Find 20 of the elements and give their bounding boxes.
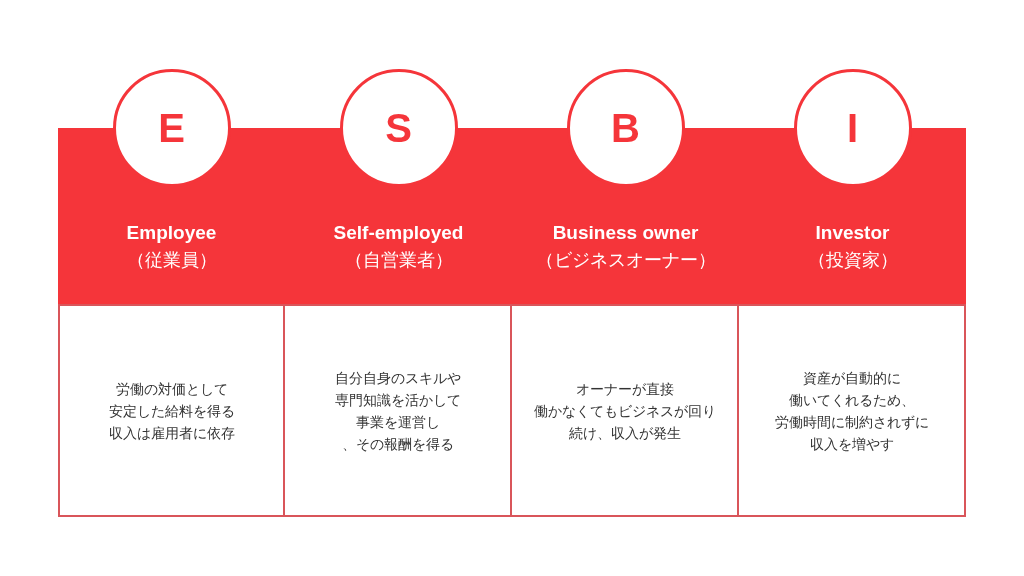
description-cell bbox=[510, 304, 739, 517]
category-title: Business owner bbox=[552, 221, 699, 245]
description-cell bbox=[58, 304, 285, 517]
letter-circle: B bbox=[566, 69, 685, 187]
letter-circle: E bbox=[112, 69, 231, 187]
category-subtitle: （投資家） bbox=[807, 248, 898, 272]
category-title: Investor bbox=[815, 221, 890, 245]
category-subtitle: （ビジネスオーナー） bbox=[535, 248, 716, 272]
description-cell bbox=[737, 304, 966, 517]
category-title: Employee bbox=[126, 221, 217, 245]
description-text: 資産が自動的に働いてくれるため、労働時間に制約されずに収入を増やす bbox=[774, 368, 929, 454]
category-title: Self-employed bbox=[333, 221, 464, 245]
category-subtitle: （自営業者） bbox=[344, 248, 453, 272]
description-text: オーナーが直接働かなくてもビジネスが回り続け、収入が発生 bbox=[533, 379, 716, 443]
letter-circle: S bbox=[339, 69, 458, 187]
description-text: 自分自身のスキルや専門知識を活かして事業を運営し、その報酬を得る bbox=[334, 368, 461, 454]
letter-circle: I bbox=[793, 69, 912, 187]
description-text: 労働の対価として安定した給料を得る収入は雇用者に依存 bbox=[108, 379, 235, 443]
category-subtitle: （従業員） bbox=[126, 248, 217, 272]
description-cell bbox=[283, 304, 512, 517]
